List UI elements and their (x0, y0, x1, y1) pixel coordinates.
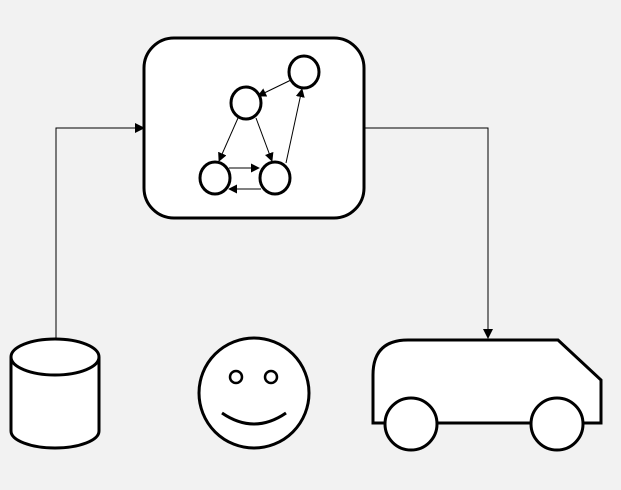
graph-model-node[interactable] (142, 36, 366, 220)
smile (221, 411, 287, 426)
face-outline (197, 336, 311, 450)
graph-node-n3 (198, 160, 232, 196)
graph-icon (198, 54, 321, 196)
graph-node-n1 (287, 54, 321, 90)
database-body (9, 357, 101, 450)
car-wheel-left (383, 396, 439, 452)
right-eye (263, 369, 279, 385)
database-icon (9, 337, 101, 450)
graph-node-n2 (229, 85, 263, 121)
car-wheel-right (529, 396, 585, 452)
graph-edge-n1-n2 (257, 79, 292, 97)
graph-edge-n2-n3 (218, 117, 239, 162)
graph-edge-n2-n4 (255, 117, 274, 162)
graph-edge-n4-n1 (285, 88, 305, 164)
car-icon (371, 338, 603, 452)
database-node[interactable] (9, 337, 101, 450)
graph-node-n4 (258, 160, 292, 196)
user-node[interactable] (197, 336, 311, 450)
edge-graph-to-car (364, 127, 493, 339)
smiley-face-icon (197, 336, 311, 450)
edge-database-to-graph (55, 123, 145, 338)
left-eye (228, 369, 244, 385)
graph-model-box (142, 36, 366, 220)
database-top (9, 337, 101, 377)
car-node[interactable] (371, 338, 603, 452)
